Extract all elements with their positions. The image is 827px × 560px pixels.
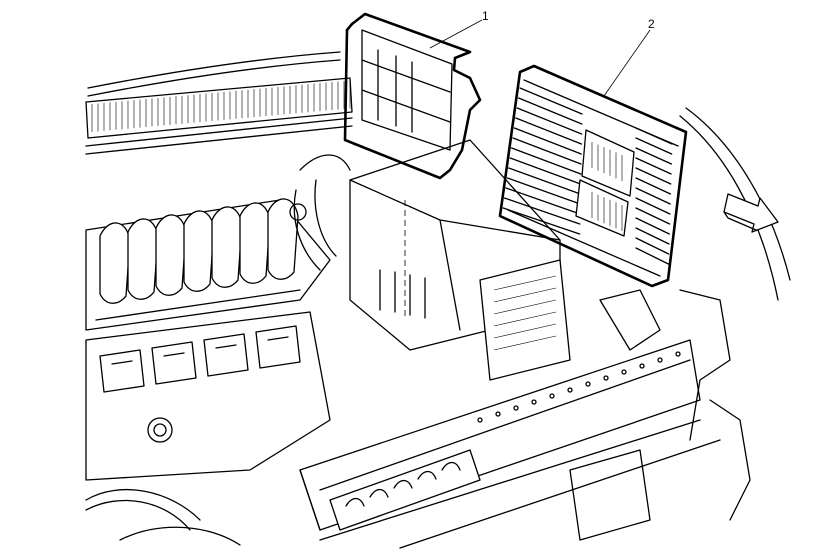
intake-runner	[211, 206, 243, 288]
engine-control-module	[498, 64, 688, 288]
cowl-grille	[85, 77, 353, 155]
radiator-support	[299, 339, 721, 549]
heat-sink-fin	[509, 157, 582, 185]
callout-label-2: 2	[648, 17, 655, 31]
intake-runner	[267, 198, 299, 280]
ignition-coil	[99, 349, 145, 393]
coil-detail	[267, 336, 289, 341]
heat-sink-fin	[510, 147, 582, 175]
bracket-slot	[493, 323, 557, 339]
support-hole	[621, 369, 627, 375]
callout-leader-2	[603, 29, 651, 97]
air-hose	[289, 154, 351, 271]
heat-sink-fin	[635, 157, 672, 175]
vent-wave	[369, 488, 389, 498]
heat-sink-fin	[515, 117, 583, 145]
heat-sink-fin	[517, 97, 583, 125]
right-fender-bracket	[599, 289, 751, 521]
vent-wave	[393, 479, 413, 489]
heat-sink-fin	[513, 127, 582, 155]
support-hole	[639, 363, 645, 369]
callout-leader-1	[429, 19, 483, 49]
heat-sink-fin	[635, 217, 670, 235]
heat-sink-fin	[635, 177, 672, 195]
bracket-slot	[493, 287, 557, 303]
heat-sink-fin	[635, 207, 671, 225]
support-hole	[675, 351, 681, 357]
valve-cover	[85, 311, 331, 481]
support-hole	[567, 387, 573, 393]
coil-detail	[163, 352, 185, 357]
bracket-slot	[493, 311, 557, 327]
intake-runner	[99, 222, 131, 304]
heat-sink-fin	[635, 137, 673, 155]
heat-sink-fin	[635, 187, 671, 205]
coil-detail	[111, 360, 133, 365]
heat-sink-fin	[635, 237, 670, 255]
heat-sink-fin	[635, 147, 673, 165]
support-hole	[513, 405, 519, 411]
heat-sink-fin	[505, 187, 581, 215]
support-hole	[549, 393, 555, 399]
bracket-slot	[493, 335, 557, 351]
heat-sink-fin	[635, 197, 671, 215]
heat-sink-fin	[503, 197, 581, 225]
support-hole	[477, 417, 483, 423]
front-direction-arrow-icon	[723, 193, 779, 233]
support-hole	[657, 357, 663, 363]
intake-runner	[239, 202, 271, 284]
support-hole	[603, 375, 609, 381]
ignition-coil	[151, 341, 197, 385]
intake-runner	[127, 218, 159, 300]
intake-manifold	[85, 198, 331, 331]
heat-sink-fin	[519, 87, 583, 115]
intake-runner	[155, 214, 187, 296]
coil-detail	[215, 344, 237, 349]
heat-sink-fin	[635, 247, 670, 265]
ecm-bracket	[349, 139, 571, 381]
support-hole	[531, 399, 537, 405]
support-hole	[585, 381, 591, 387]
ecm-cover	[343, 12, 482, 180]
lower-hoses	[85, 488, 241, 546]
heat-sink-fin	[516, 107, 583, 135]
vent-wave	[345, 497, 365, 507]
heat-sink-fin	[506, 177, 581, 205]
callout-label-1: 1	[482, 9, 489, 23]
bracket-slot	[493, 275, 557, 291]
heat-sink-fin	[635, 227, 670, 245]
vent-wave	[417, 470, 437, 480]
heat-sink-fin	[502, 207, 581, 235]
ignition-coil	[203, 333, 249, 377]
bracket-slot	[493, 299, 557, 315]
heat-sink-fin	[635, 127, 673, 145]
heat-sink-fin	[635, 167, 672, 185]
intake-runner	[183, 210, 215, 292]
heat-sink-fin	[512, 137, 582, 165]
support-hole	[495, 411, 501, 417]
ignition-coil	[255, 325, 301, 369]
vent-wave	[441, 461, 461, 471]
heat-sink-fin	[508, 167, 582, 195]
hood-outline	[87, 51, 791, 301]
